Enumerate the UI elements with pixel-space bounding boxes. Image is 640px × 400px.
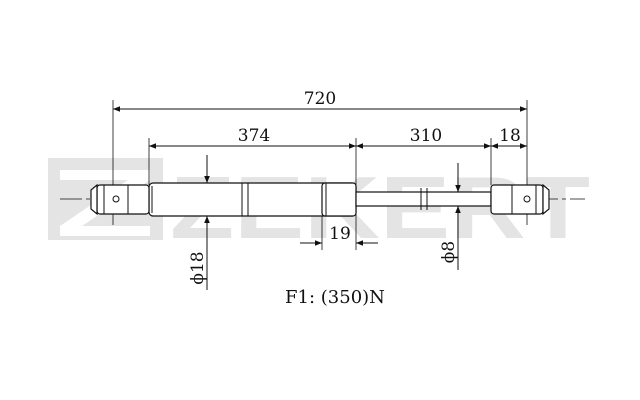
dimension-offset: 19 <box>300 216 378 250</box>
left-fitting-cap <box>90 183 98 216</box>
offset-label: 19 <box>329 224 351 244</box>
cylinder-body <box>148 182 357 217</box>
cylinder-end-cap <box>321 182 357 217</box>
left-ball-socket <box>112 195 120 203</box>
right-ball-socket <box>523 195 531 203</box>
rod-diameter-label: ϕ8 <box>439 241 459 263</box>
dimension-end-fitting: 18 <box>491 126 527 149</box>
body-length-label: 374 <box>238 126 270 146</box>
dimension-body-diameter: ϕ18 <box>188 155 210 290</box>
end-fitting-label: 18 <box>499 126 521 146</box>
dimension-rod: 310 <box>356 126 492 185</box>
right-fitting-cap <box>542 183 550 216</box>
force-spec-label: F1: (350)N <box>285 287 385 308</box>
right-fitting-body <box>490 184 544 215</box>
body-diameter-label: ϕ18 <box>188 251 208 284</box>
rod-shaft <box>355 191 492 207</box>
left-end-fitting <box>90 183 150 216</box>
rod-length-label: 310 <box>410 126 442 146</box>
overall-length-label: 720 <box>304 89 336 109</box>
right-end-fitting <box>490 183 550 216</box>
left-fitting-body <box>96 184 150 215</box>
dimension-rod-diameter: ϕ8 <box>439 163 461 270</box>
